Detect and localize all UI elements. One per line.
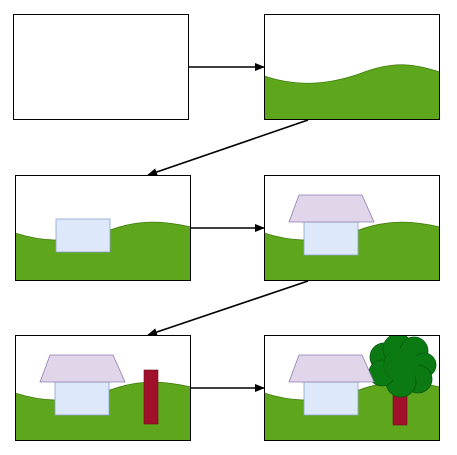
house-wall [54, 381, 110, 416]
panel-step-1 [13, 14, 189, 120]
house-wall [303, 381, 359, 416]
panel-frame [15, 175, 191, 281]
panel-step-3 [15, 175, 191, 281]
panel-frame [264, 335, 440, 441]
canopy-core [384, 348, 418, 382]
panel-background [13, 14, 189, 120]
arrows [147, 63, 309, 392]
hill [264, 64, 440, 120]
panel-frame [13, 14, 189, 120]
roof [288, 194, 375, 223]
arrow-step-4-to-5 [147, 280, 309, 336]
house-wall [303, 221, 359, 256]
panel-step-5 [15, 335, 191, 441]
panel-frame [15, 335, 191, 441]
roof [288, 354, 375, 383]
panel-frame [264, 175, 440, 281]
house-wall [55, 218, 111, 253]
chimney [143, 369, 159, 425]
panels [13, 14, 440, 441]
arrow-step-2-to-3 [147, 119, 309, 176]
panel-frame [264, 14, 440, 120]
panel-step-4 [264, 175, 440, 281]
panel-step-6 [264, 335, 440, 441]
roof [39, 354, 126, 383]
tree-canopy [368, 335, 437, 398]
panel-step-2 [264, 14, 440, 120]
